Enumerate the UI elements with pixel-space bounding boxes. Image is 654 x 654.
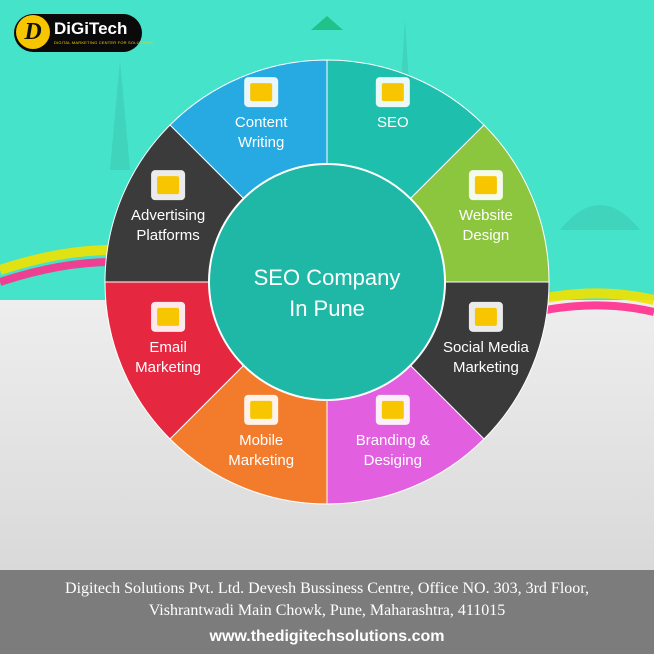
chat-bubbles-icon <box>468 301 503 332</box>
segment-label-line1: Website <box>459 207 513 224</box>
segment-label-line2: Desiging <box>364 452 422 469</box>
monitor-icon <box>468 170 503 201</box>
segment-label-line1: Social Media <box>443 339 530 356</box>
segment-label-line2: Platforms <box>136 227 199 244</box>
design-cards-icon <box>375 394 410 425</box>
footer-address-line2: Vishrantwadi Main Chowk, Pune, Maharasht… <box>148 602 506 619</box>
segment-label-line1: Email <box>149 339 187 356</box>
footer-address-line1: Digitech Solutions Pvt. Ltd. Devesh Buss… <box>65 580 589 597</box>
footer-website-link[interactable]: www.thedigitechsolutions.com <box>209 628 445 645</box>
pencil-icon <box>244 77 279 108</box>
segment-label-line2: Writing <box>238 134 284 151</box>
center-hub <box>208 163 446 401</box>
footer <box>0 570 654 654</box>
megaphone-icon <box>151 170 186 201</box>
segment-label-line1: Content <box>235 114 288 131</box>
mobile-megaphone-icon <box>244 394 279 425</box>
envelope-icon <box>151 301 186 332</box>
segment-label-line1: Branding & <box>356 432 430 449</box>
logo-tagline: DIGITAL MARKETING CENTER FOR SOLUTIONS <box>54 40 153 45</box>
segment-label-line1: Advertising <box>131 207 205 224</box>
segment-label-line2: Marketing <box>228 452 294 469</box>
center-title-line1: SEO Company <box>254 265 401 290</box>
segment-label-line2: Marketing <box>453 359 519 376</box>
digitech-logo[interactable]: D DiGiTech DIGITAL MARKETING CENTER FOR … <box>14 14 153 52</box>
logo-mark: D <box>16 15 50 49</box>
segment-label-line2: Design <box>463 227 510 244</box>
segment-label-line1: SEO <box>377 114 409 131</box>
growth-chart-icon <box>375 77 410 108</box>
segment-label-line1: Mobile <box>239 432 283 449</box>
segment-label-line2: Marketing <box>135 359 201 376</box>
logo-name: DiGiTech <box>54 19 128 38</box>
up-arrow-marker <box>311 16 343 30</box>
center-title-line2: In Pune <box>289 296 365 321</box>
